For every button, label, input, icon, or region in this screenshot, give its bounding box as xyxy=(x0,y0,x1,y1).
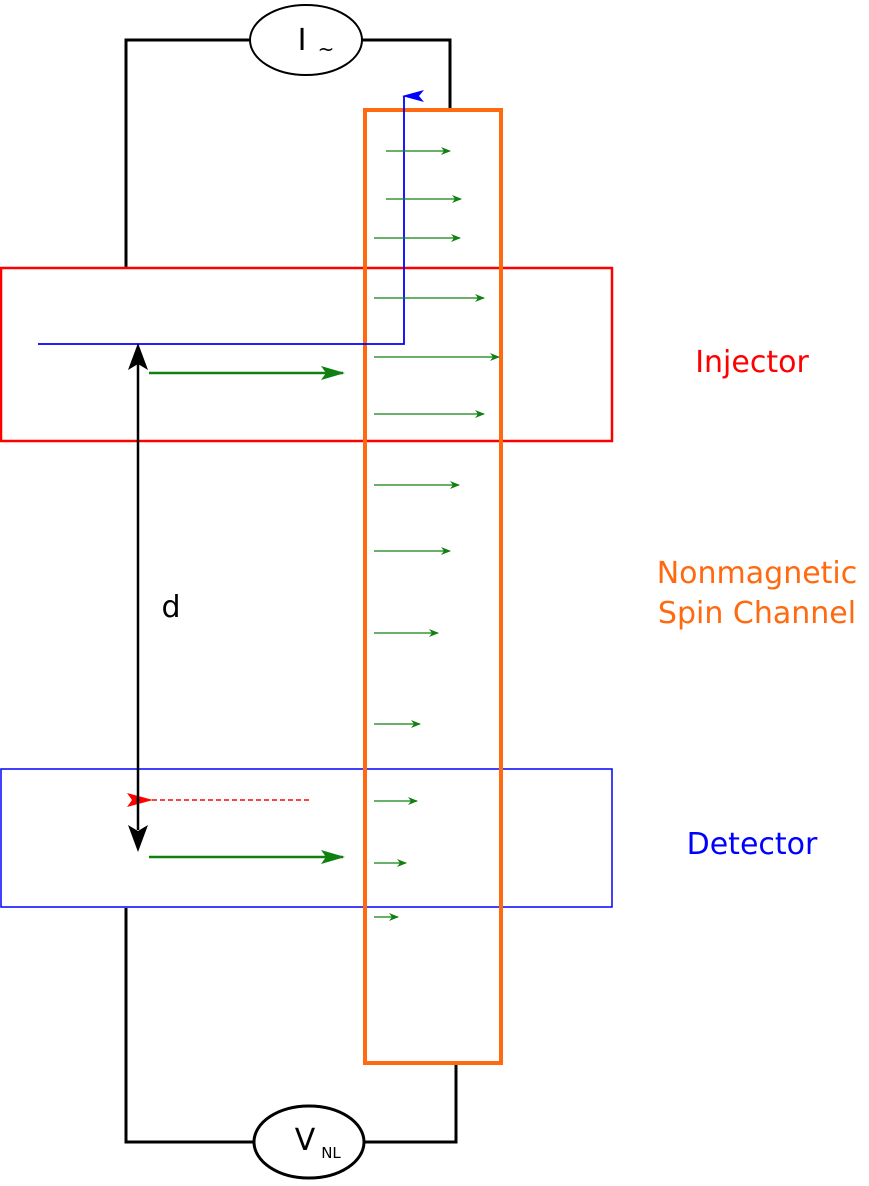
charge-current-path xyxy=(38,90,424,345)
voltmeter-subscript: NL xyxy=(321,1144,341,1162)
voltmeter: V NL xyxy=(252,1104,366,1180)
distance-label: d xyxy=(161,590,180,625)
injector-electrode xyxy=(0,266,614,443)
channel-label-line1: Nonmagnetic xyxy=(657,556,858,591)
spin-accumulation-arrows xyxy=(374,147,500,921)
detector-label: Detector xyxy=(687,827,818,862)
voltmeter-wire xyxy=(124,908,458,1144)
injector-label: Injector xyxy=(695,345,809,380)
current-source-symbol: I xyxy=(298,23,307,58)
current-source-subscript: ~ xyxy=(318,37,335,61)
voltmeter-symbol: V xyxy=(295,1123,316,1158)
spin-channel xyxy=(363,108,503,1065)
current-source: I ~ xyxy=(249,4,363,76)
detector-electrode xyxy=(0,768,613,908)
channel-label-line2: Spin Channel xyxy=(658,596,856,631)
separation-distance: d xyxy=(128,343,181,852)
current-source-wire xyxy=(124,38,452,268)
